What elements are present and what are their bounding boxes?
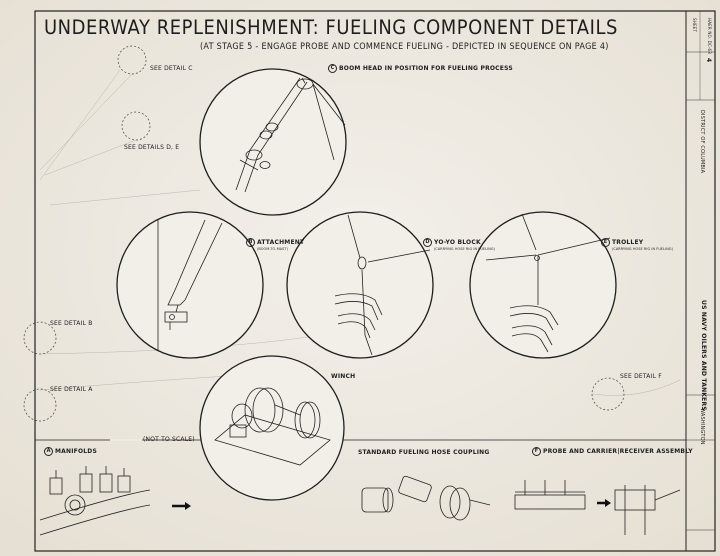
coupling-drawing [361, 475, 491, 521]
detail-e-label: TROLLEY [612, 239, 644, 246]
ref-detail-a: SEE DETAIL A [50, 386, 93, 393]
detail-c-caption: C BOOM HEAD IN POSITION FOR FUELING PROC… [328, 64, 513, 73]
detail-d-drawing [286, 211, 434, 359]
detail-d-sub: (CARRYING HOSE RIG IN FUELING) [434, 247, 496, 251]
detail-c-badge: C [328, 64, 337, 73]
title-block-sheet-number: 4 [705, 58, 712, 63]
title-block-sheet-caption: SHEET [692, 18, 697, 33]
sheet-border [34, 10, 716, 552]
detail-e-drawing [469, 211, 617, 359]
detail-b-label: ATTACHMENT [257, 239, 305, 246]
detail-f-label: PROBE AND CARRIER|RECEIVER ASSEMBLY [543, 448, 693, 455]
detail-e-caption: E TROLLEY (CARRYING HOSE RIG IN FUELING) [601, 228, 673, 251]
ref-detail-b: SEE DETAIL B [50, 320, 93, 327]
title-block-location: WASHINGTON [699, 408, 705, 445]
detail-c-label: BOOM HEAD IN POSITION FOR FUELING PROCES… [339, 65, 513, 72]
coupling-label: STANDARD FUELING HOSE COUPLING [358, 449, 490, 456]
winch-label: WINCH [331, 373, 356, 380]
detail-b-sub: (BOOM-TO-MAST) [257, 247, 289, 251]
detail-d-label: YO-YO BLOCK [434, 239, 481, 246]
detail-f-caption: F PROBE AND CARRIER|RECEIVER ASSEMBLY [532, 447, 693, 456]
detail-d-badge: D [423, 238, 432, 247]
detail-a-badge: A [44, 447, 53, 456]
title-block-haer: HAER NO. DC-63 [707, 18, 712, 55]
manifolds-drawing [39, 466, 151, 536]
probe-carrier-drawing [514, 480, 681, 535]
detail-c-drawing [199, 68, 347, 216]
detail-a-label: MANIFOLDS [55, 448, 97, 455]
title-block-project: US NAVY OILERS AND TANKERS [700, 300, 707, 411]
page-title: UNDERWAY REPLENISHMENT: FUELING COMPONEN… [44, 16, 618, 39]
ref-detail-f: SEE DETAIL F [620, 373, 662, 380]
detail-f-badge: F [532, 447, 541, 456]
scale-note: (NOT TO SCALE) [143, 436, 195, 443]
detail-b-caption: B ATTACHMENT (BOOM-TO-MAST) [246, 228, 304, 251]
ref-detail-c: SEE DETAIL C [150, 65, 193, 72]
detail-d-caption: D YO-YO BLOCK (CARRYING HOSE RIG IN FUEL… [423, 228, 495, 251]
page-subtitle: (AT STAGE 5 - ENGAGE PROBE AND COMMENCE … [200, 42, 609, 52]
detail-b-badge: B [246, 238, 255, 247]
detail-e-sub: (CARRYING HOSE RIG IN FUELING) [612, 247, 674, 251]
detail-e-badge: E [601, 238, 610, 247]
winch-drawing [199, 355, 345, 501]
ref-details-de: SEE DETAILS D, E [124, 144, 180, 151]
detail-a-caption: A MANIFOLDS [44, 447, 97, 456]
title-block-district: DISTRICT OF COLUMBIA [699, 110, 705, 174]
detail-b-drawing [116, 211, 264, 359]
